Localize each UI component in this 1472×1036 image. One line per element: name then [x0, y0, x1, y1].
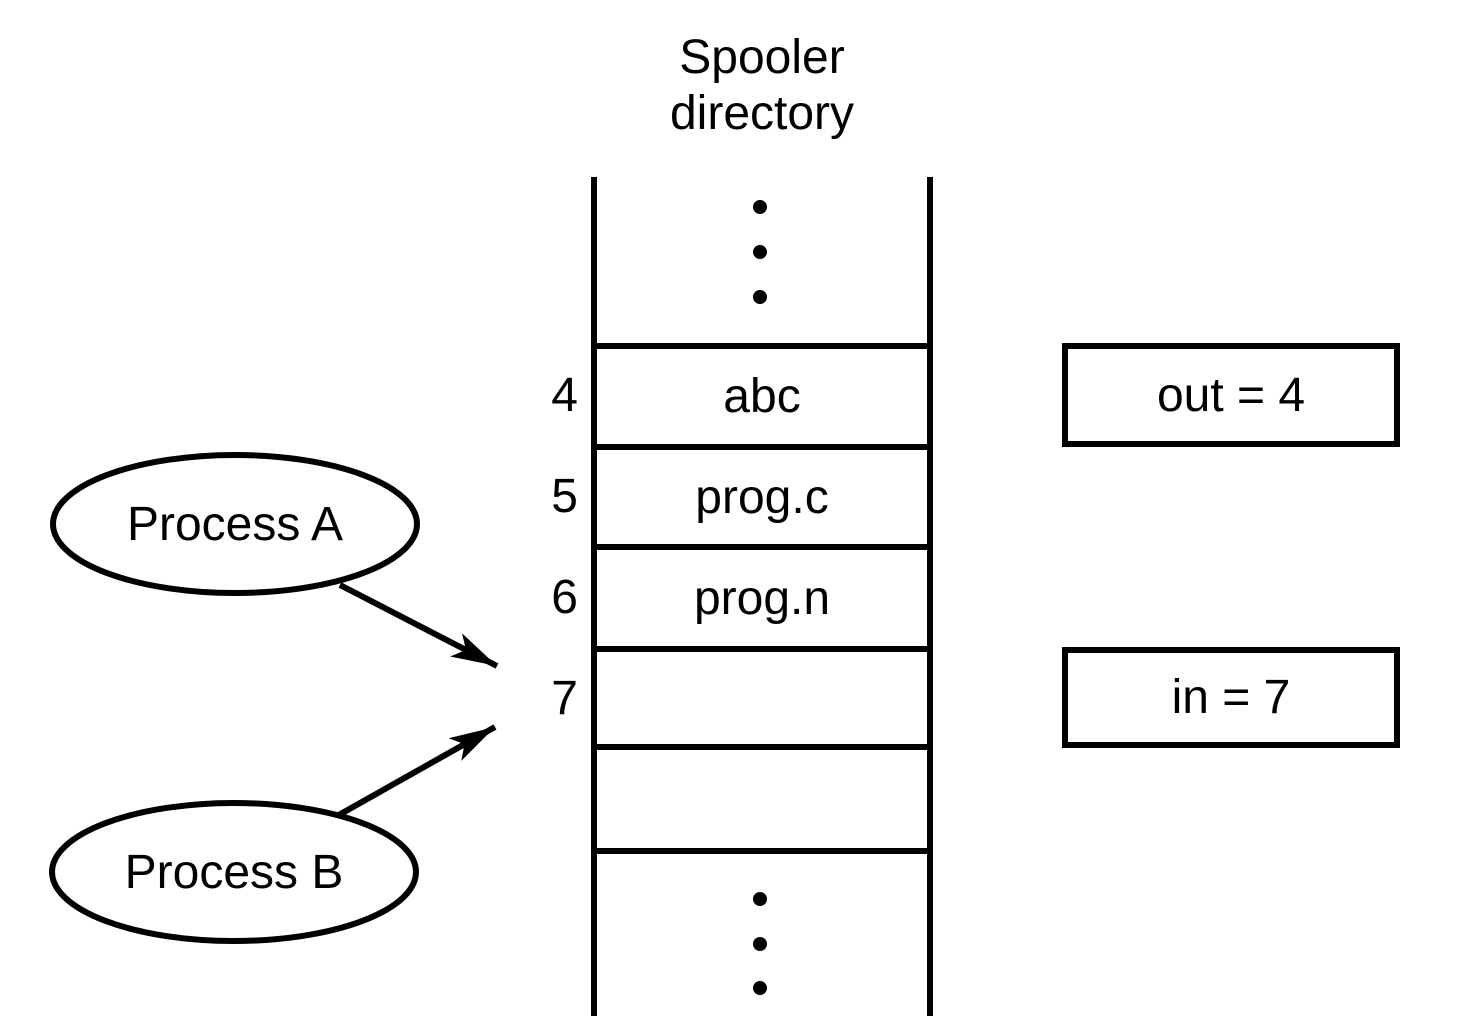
- figure-title: Spooler directory: [562, 30, 962, 142]
- figure-title-line-1: Spooler: [679, 31, 845, 84]
- directory-right-wall: [927, 177, 933, 1016]
- ellipsis-dot-bottom-3: [753, 981, 767, 995]
- process-a-arrow: [338, 582, 499, 669]
- slot-8-content: [597, 750, 927, 848]
- slot-5-content: prog.c: [695, 470, 829, 524]
- slot-divider-4-5: [591, 444, 933, 450]
- process-b-label: Process B: [124, 845, 344, 899]
- out-pointer-box: out = 4: [1062, 343, 1400, 447]
- slot-4-content: abc: [723, 370, 801, 423]
- process-a-ellipse: [50, 452, 420, 596]
- in-pointer-label: in = 7: [1171, 671, 1291, 724]
- slot-divider-7-8: [591, 744, 933, 750]
- process-b-ellipse: [49, 800, 419, 944]
- ellipsis-dot-top-2: [753, 245, 767, 259]
- ellipsis-dot-bottom-1: [753, 892, 767, 906]
- slot-6-content: prog.n: [693, 571, 831, 625]
- ellipsis-dot-top-3: [753, 290, 767, 304]
- ellipsis-dot-top-1: [753, 200, 767, 214]
- out-pointer-label: out = 4: [1156, 368, 1306, 422]
- slot-divider-above-4: [591, 343, 933, 349]
- figure-title-line-2: directory: [669, 87, 855, 140]
- slot-5-index: 5: [551, 469, 578, 523]
- slot-7-content: [597, 652, 927, 744]
- slot-6-index: 6: [551, 570, 578, 624]
- slot-divider-6-7: [591, 646, 933, 652]
- slot-divider-below-8: [591, 848, 933, 854]
- process-b-arrow: [335, 724, 497, 819]
- slot-7-index: 7: [551, 671, 578, 725]
- directory-left-wall: [591, 177, 597, 1016]
- slot-4-index: 4: [551, 368, 578, 422]
- slot-divider-5-6: [591, 544, 933, 550]
- process-a-label: Process A: [126, 497, 344, 551]
- in-pointer-box: in = 7: [1062, 647, 1400, 748]
- ellipsis-dot-bottom-2: [753, 937, 767, 951]
